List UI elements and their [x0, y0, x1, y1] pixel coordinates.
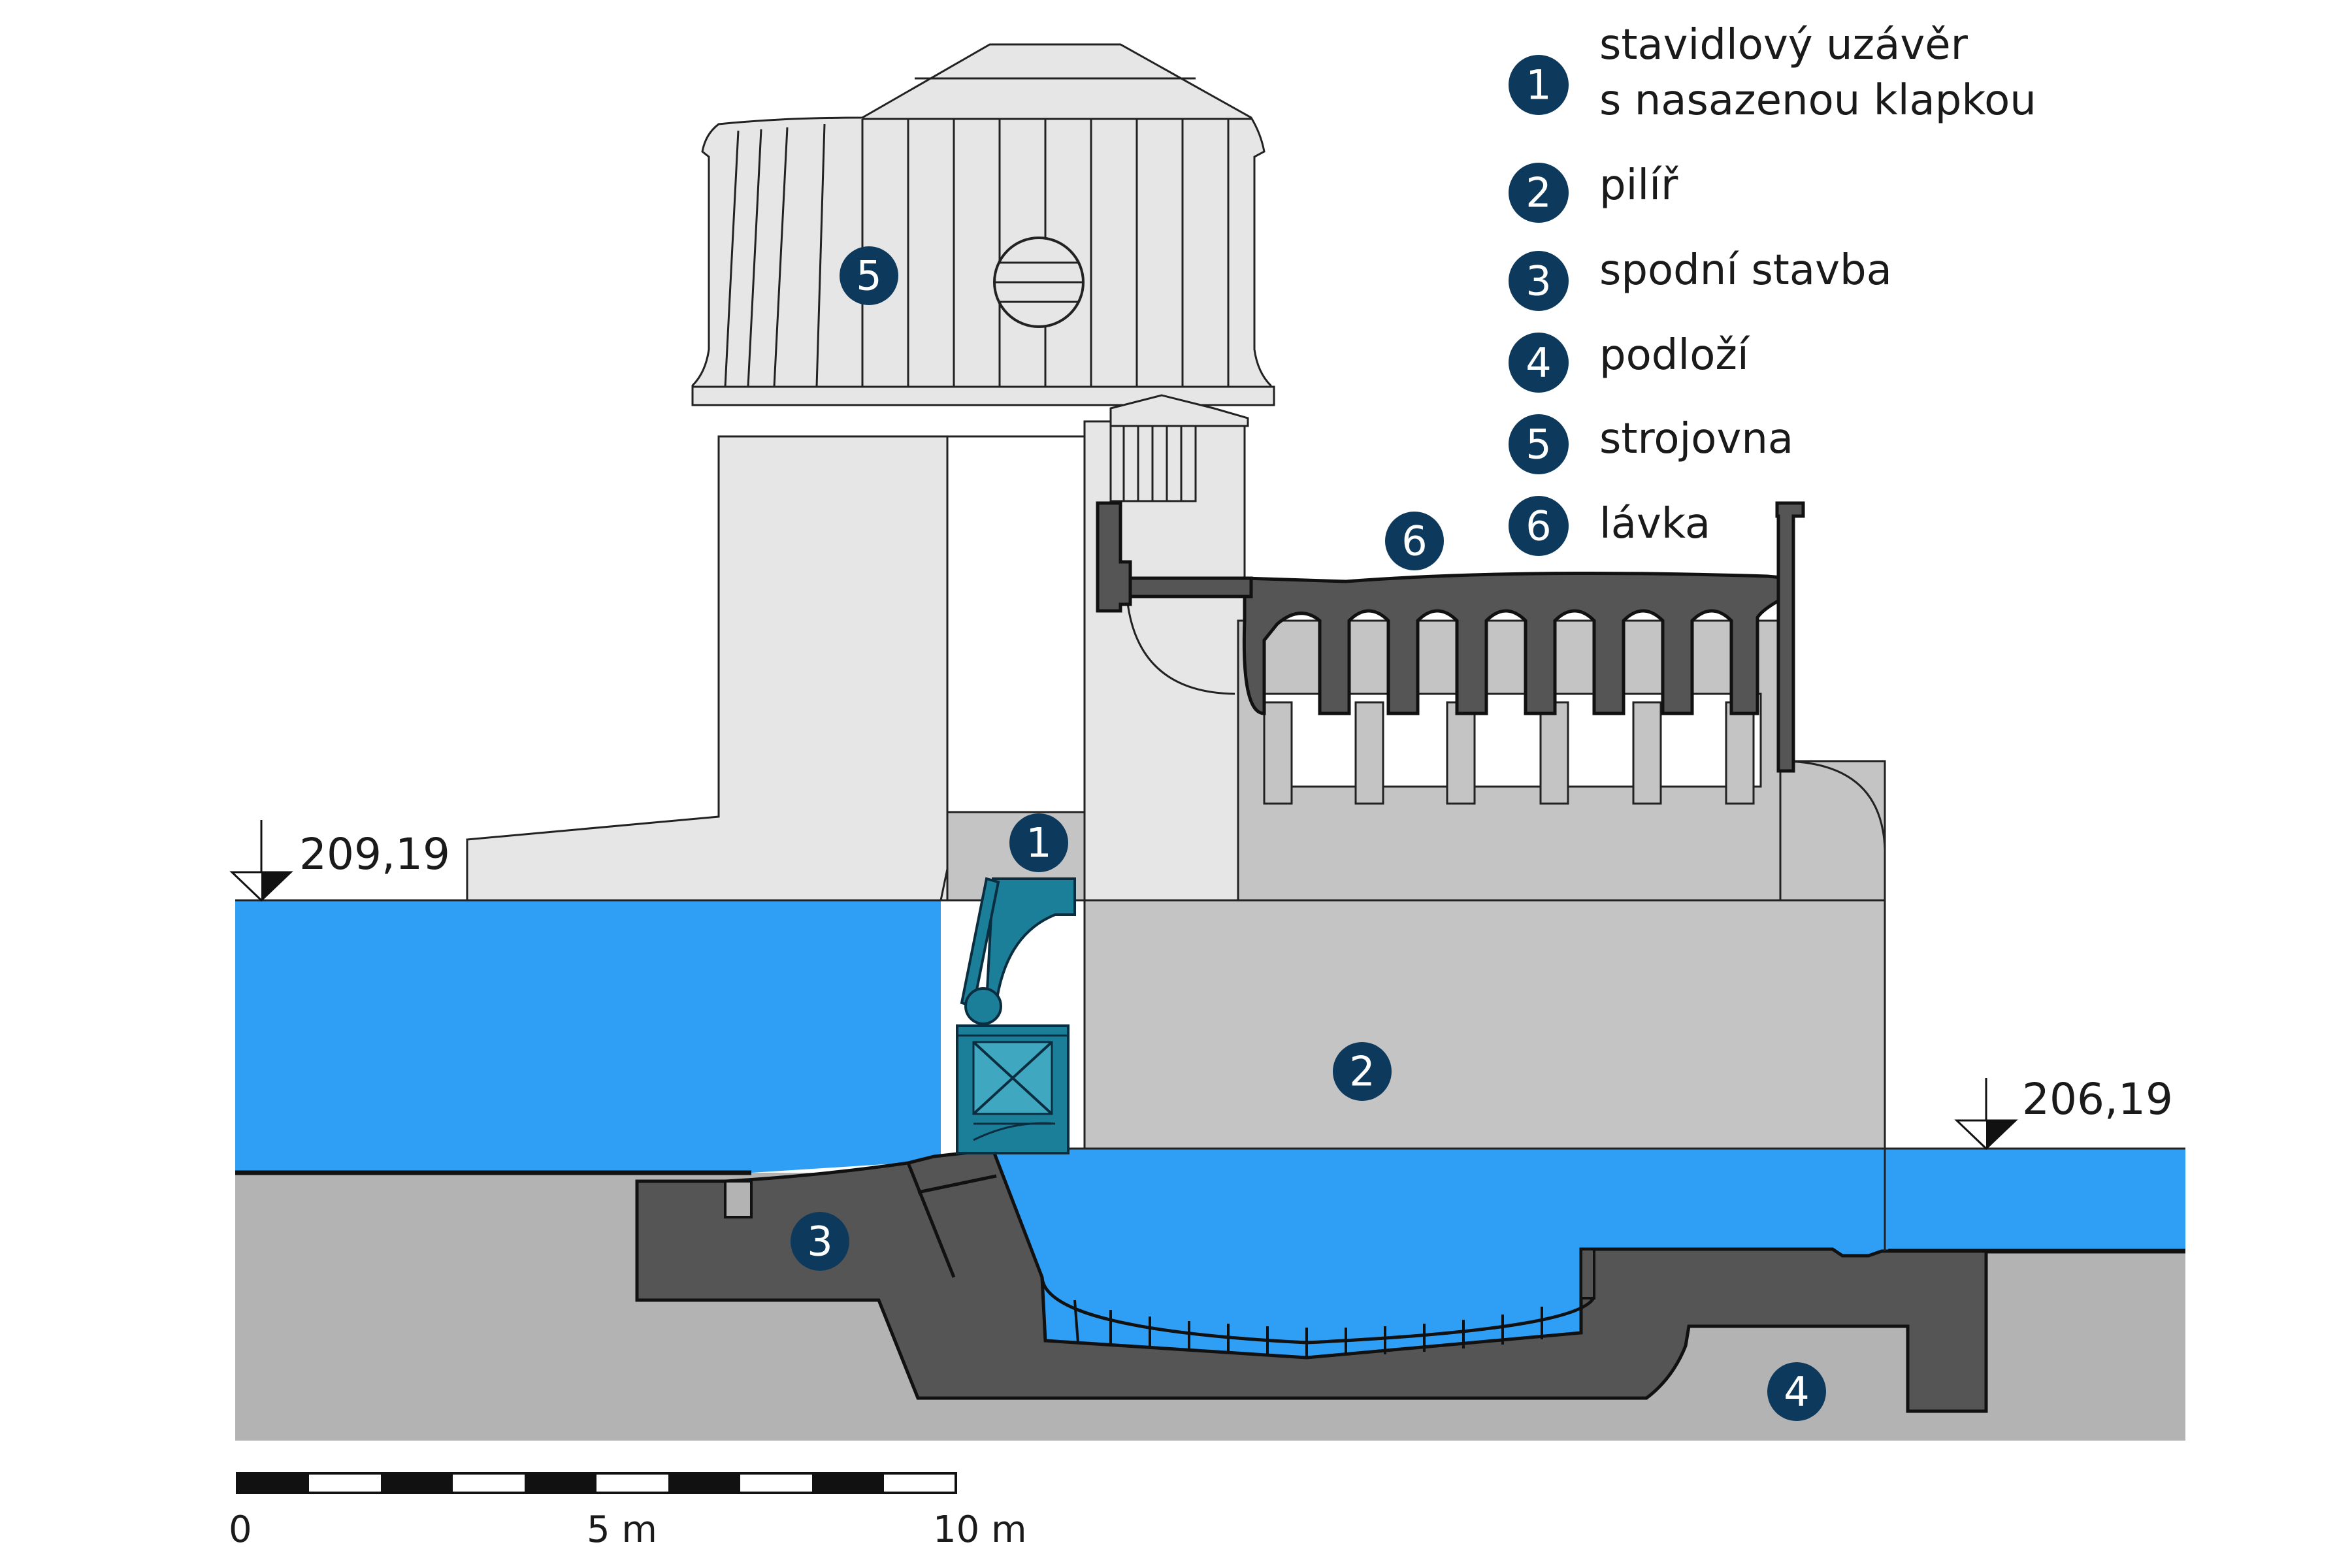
- machine-room-round-window: [993, 237, 1085, 328]
- svg-text:2: 2: [1349, 1048, 1375, 1096]
- bridge-pillar-bases: [1263, 701, 1755, 805]
- right-abutment: [1779, 760, 1886, 902]
- machine-room-roof: [691, 43, 1272, 401]
- legend: 1 stavidlový uzávěr s nasazenou klapkou …: [1509, 21, 2036, 556]
- svg-text:lávka: lávka: [1599, 500, 1710, 548]
- svg-text:3: 3: [807, 1218, 832, 1266]
- svg-text:1: 1: [1026, 819, 1051, 867]
- badge-6-lavka: 6: [1385, 512, 1444, 570]
- svg-text:stavidlový uzávěr: stavidlový uzávěr: [1599, 21, 1968, 69]
- downstream-level-marker: [1954, 1078, 2018, 1151]
- apron-blocks: [1073, 1299, 1582, 1356]
- upper-building-passage: [946, 435, 1086, 813]
- badge-4-podlozi: 4: [1767, 1362, 1826, 1421]
- svg-text:2: 2: [1526, 169, 1551, 217]
- svg-text:5: 5: [1526, 421, 1551, 468]
- legend-item-3: 3 spodní stavba: [1509, 246, 1892, 311]
- scale-label-5m: 5 m: [587, 1509, 657, 1551]
- upstream-level-marker: [229, 820, 293, 902]
- svg-text:4: 4: [1784, 1368, 1809, 1416]
- upstream-level-label: 209,19: [299, 829, 450, 879]
- svg-text:strojovna: strojovna: [1599, 415, 1793, 463]
- svg-text:4: 4: [1526, 339, 1551, 387]
- svg-text:1: 1: [1526, 61, 1551, 109]
- scale-label-10m: 10 m: [933, 1509, 1027, 1551]
- upper-building-arch-left: [1126, 597, 1235, 695]
- legend-item-1: 1 stavidlový uzávěr s nasazenou klapkou: [1509, 21, 2036, 125]
- sluice-gate-with-flap: [956, 877, 1076, 1154]
- svg-text:6: 6: [1401, 517, 1427, 565]
- svg-text:pilíř: pilíř: [1599, 161, 1678, 210]
- legend-item-2: 2 pilíř: [1509, 161, 1678, 223]
- legend-item-4: 4 podloží: [1509, 331, 1750, 393]
- footbridge: [1096, 501, 1805, 773]
- badge-5-strojovna: 5: [840, 246, 898, 305]
- svg-text:s nasazenou klapkou: s nasazenou klapkou: [1599, 76, 2036, 125]
- svg-text:podloží: podloží: [1599, 331, 1750, 380]
- badge-3-spodni-stavba: 3: [791, 1212, 849, 1271]
- svg-text:spodní stavba: spodní stavba: [1599, 246, 1892, 295]
- pier-body: [1083, 899, 1886, 1150]
- badge-2-pilir: 2: [1333, 1042, 1392, 1101]
- hoist-cabin: [1109, 394, 1249, 502]
- svg-text:3: 3: [1526, 257, 1551, 305]
- scale-bar: [236, 1472, 957, 1494]
- scale-label-0: 0: [229, 1509, 252, 1551]
- upstream-water: [235, 900, 941, 1173]
- legend-item-6: 6 lávka: [1509, 496, 1710, 556]
- svg-text:5: 5: [856, 252, 881, 300]
- legend-item-5: 5 strojovna: [1509, 414, 1793, 474]
- downstream-level-label: 206,19: [2022, 1074, 2173, 1124]
- svg-text:6: 6: [1526, 502, 1551, 550]
- badge-1-gate: 1: [1009, 813, 1068, 872]
